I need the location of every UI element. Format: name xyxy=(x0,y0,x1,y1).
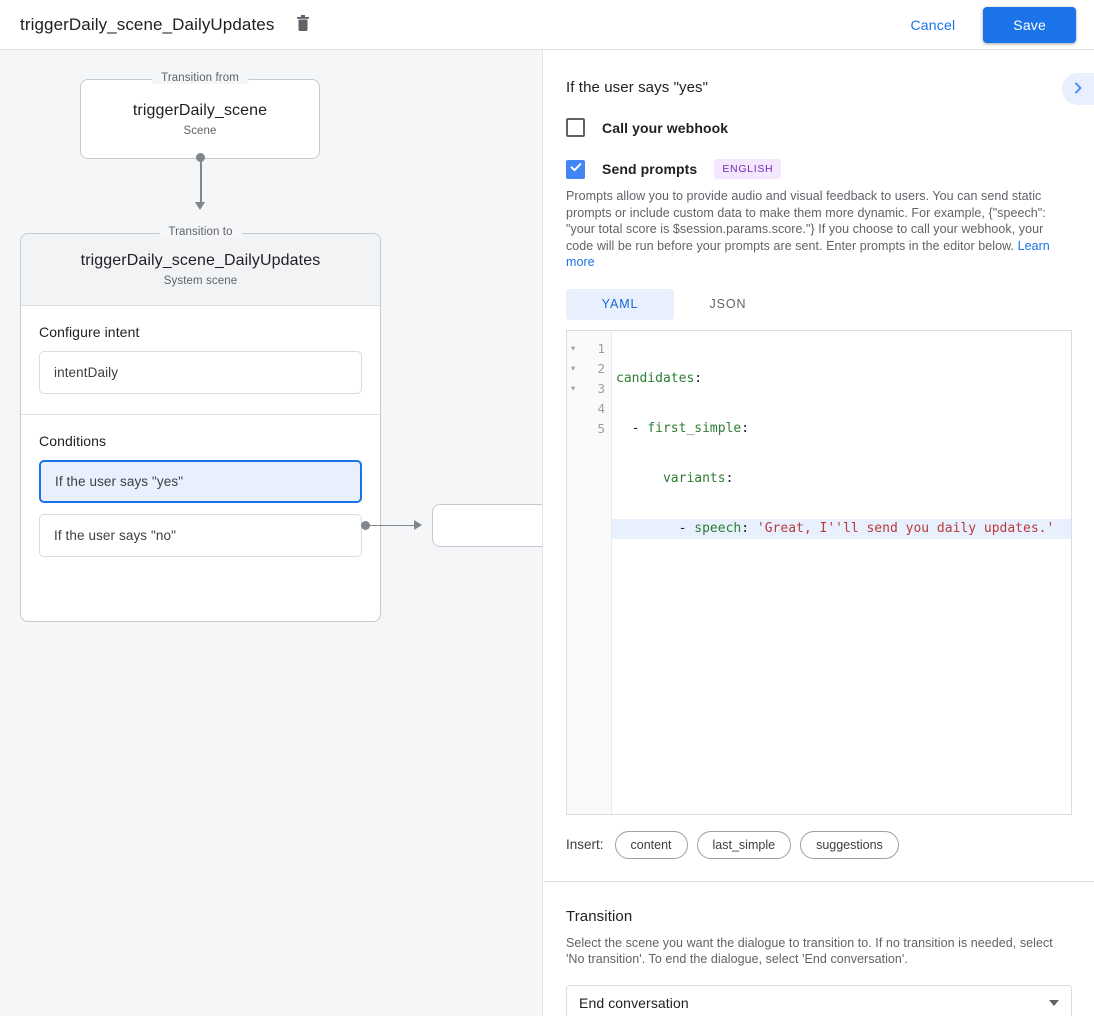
connector-arrow-icon xyxy=(195,202,205,210)
insert-label: Insert: xyxy=(566,837,604,852)
insert-row: Insert: content last_simple suggestions xyxy=(566,830,1072,859)
fold-arrow-icon[interactable]: ▼ xyxy=(571,364,576,372)
transition-select[interactable]: End conversation xyxy=(566,984,1072,1016)
code-colon: : xyxy=(741,420,750,436)
transition-to-card[interactable]: Transition to triggerDaily_scene_DailyUp… xyxy=(20,226,381,622)
line-number: 4 xyxy=(597,401,605,416)
gutter-line[interactable]: 4 xyxy=(567,399,611,419)
gutter-line[interactable]: 5 xyxy=(567,419,611,439)
code-line-4[interactable]: - speech: 'Great, I''ll send you daily u… xyxy=(612,518,1071,539)
gutter-line[interactable]: ▼ 2 xyxy=(567,359,611,379)
send-prompts-row[interactable]: Send prompts ENGLISH xyxy=(566,159,1072,179)
code-key: variants xyxy=(662,470,726,486)
prompt-code-editor[interactable]: ▼ 1 ▼ 2 ▼ 3 4 5 xyxy=(566,329,1072,815)
prompts-description: Prompts allow you to provide audio and v… xyxy=(566,188,1072,271)
code-indent xyxy=(616,471,663,486)
prompts-description-text: Prompts allow you to provide audio and v… xyxy=(566,189,1046,253)
language-badge: ENGLISH xyxy=(714,159,782,179)
code-colon: : xyxy=(741,520,757,536)
transition-to-scene-type: System scene xyxy=(163,275,238,287)
code-indent: - xyxy=(616,520,695,536)
transition-from-legend: Transition from xyxy=(152,72,248,84)
line-number: 2 xyxy=(597,361,605,376)
transition-from-scene-type: Scene xyxy=(183,124,217,137)
editor-code-area[interactable]: candidates: - first_simple: variants: - … xyxy=(612,331,1071,814)
panel-title: If the user says "yes" xyxy=(566,78,709,96)
configure-intent-label: Configure intent xyxy=(39,324,140,340)
transition-description: Select the scene you want the dialogue t… xyxy=(566,935,1053,967)
fold-arrow-icon[interactable]: ▼ xyxy=(571,344,576,352)
code-key: candidates xyxy=(616,370,695,386)
condition-item-no[interactable]: If the user says "no" xyxy=(39,514,362,557)
transition-to-scene-name: triggerDaily_scene_DailyUpdates xyxy=(80,252,321,269)
insert-chip-suggestions[interactable]: suggestions xyxy=(800,830,899,859)
condition-out-line xyxy=(369,524,419,526)
editor-gutter: ▼ 1 ▼ 2 ▼ 3 4 5 xyxy=(567,330,612,814)
send-prompts-checkbox[interactable] xyxy=(566,159,585,179)
save-button[interactable]: Save xyxy=(983,6,1076,43)
code-key: speech xyxy=(694,520,742,536)
delete-button[interactable] xyxy=(290,12,316,38)
webhook-label: Call your webhook xyxy=(602,119,729,136)
trash-icon xyxy=(295,14,311,35)
line-number: 3 xyxy=(597,381,605,396)
code-value: 'Great, I''ll send you daily updates.' xyxy=(756,520,1055,536)
graph-canvas[interactable]: Transition from triggerDaily_scene Scene… xyxy=(0,50,543,1016)
code-indent: - xyxy=(616,420,648,436)
check-icon xyxy=(569,160,583,179)
code-line-2[interactable]: - first_simple: xyxy=(612,419,1071,439)
line-number: 1 xyxy=(597,341,605,356)
line-number: 5 xyxy=(597,421,605,436)
code-line-1[interactable]: candidates: xyxy=(612,369,1071,389)
section-divider xyxy=(544,880,1094,882)
downstream-node-card[interactable] xyxy=(432,504,542,547)
gutter-line[interactable]: ▼ 1 xyxy=(567,339,611,359)
cancel-button[interactable]: Cancel xyxy=(897,8,970,42)
details-panel: If the user says "yes" Call your webhook xyxy=(544,50,1094,1016)
transition-select-value: End conversation xyxy=(579,994,689,1011)
chevron-right-icon xyxy=(1071,81,1085,98)
tab-json[interactable]: JSON xyxy=(674,289,782,320)
top-bar-actions: Cancel Save xyxy=(897,6,1076,43)
editor-format-tabs: YAML JSON xyxy=(566,288,1072,320)
page-title: triggerDaily_scene_DailyUpdates xyxy=(20,14,275,34)
transition-section: Transition Select the scene you want the… xyxy=(544,882,1094,1016)
learn-more-link[interactable]: Learn more xyxy=(566,238,1050,270)
code-colon: : xyxy=(725,470,734,486)
top-bar: triggerDaily_scene_DailyUpdates Cancel S… xyxy=(0,0,1094,50)
condition-out-arrow-icon xyxy=(414,520,422,530)
transition-title: Transition xyxy=(566,907,633,925)
intent-item[interactable]: intentDaily xyxy=(39,351,362,394)
code-key: first_simple xyxy=(647,420,742,436)
transition-from-scene-name: triggerDaily_scene xyxy=(132,101,268,119)
condition-item-yes[interactable]: If the user says "yes" xyxy=(39,460,362,503)
expand-panel-button[interactable] xyxy=(1062,73,1094,105)
conditions-section: Conditions If the user says "yes" If the… xyxy=(21,414,380,577)
gutter-line[interactable]: ▼ 3 xyxy=(567,379,611,399)
transition-to-legend: Transition to xyxy=(159,226,242,238)
webhook-row[interactable]: Call your webhook xyxy=(566,118,1072,137)
insert-chip-content[interactable]: content xyxy=(614,830,688,859)
insert-chip-last-simple[interactable]: last_simple xyxy=(696,830,792,859)
configure-intent-section: Configure intent intentDaily xyxy=(21,306,380,414)
condition-out-dot xyxy=(361,521,370,530)
connector-dot xyxy=(196,153,205,162)
code-line-5[interactable] xyxy=(612,569,1071,589)
webhook-checkbox[interactable] xyxy=(566,118,585,137)
fold-arrow-icon[interactable]: ▼ xyxy=(571,384,576,392)
code-line-3[interactable]: variants: xyxy=(612,469,1071,489)
transition-from-card[interactable]: Transition from triggerDaily_scene Scene xyxy=(80,72,320,159)
transition-to-header: triggerDaily_scene_DailyUpdates System s… xyxy=(21,234,380,306)
send-prompts-label: Send prompts xyxy=(602,161,698,177)
chevron-down-icon xyxy=(1049,999,1059,1006)
connector-line xyxy=(200,158,202,203)
tab-yaml[interactable]: YAML xyxy=(566,288,674,320)
code-colon: : xyxy=(694,370,703,386)
conditions-label: Conditions xyxy=(39,433,107,449)
panel-body: Call your webhook Send prompts ENGLISH P… xyxy=(544,118,1094,859)
panel-header: If the user says "yes" xyxy=(544,64,1094,110)
